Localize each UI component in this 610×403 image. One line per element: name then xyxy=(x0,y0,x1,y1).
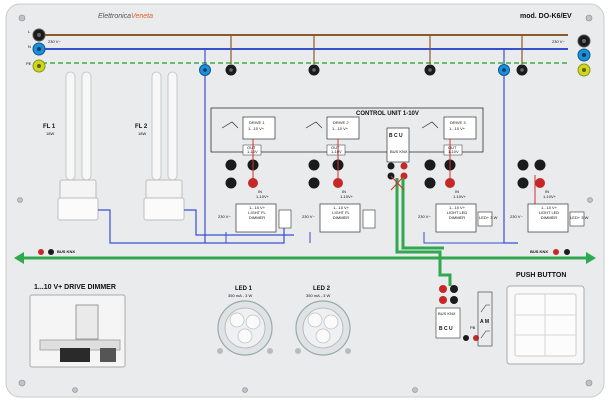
drive2-range: 1...10 V+ xyxy=(332,126,349,131)
rail-taps xyxy=(199,64,528,76)
push-button-panel[interactable] xyxy=(506,285,585,365)
bcu-label: B C U xyxy=(389,133,403,139)
pb-pb-label: PB xyxy=(470,325,476,330)
panel-screws xyxy=(17,14,593,393)
fl1-title: FL 1 xyxy=(43,124,56,130)
drive2-in-range: 1-10V+ xyxy=(340,194,354,199)
rail-voltage-left: 230 V~ xyxy=(48,39,61,44)
rail-PE-label: PE xyxy=(26,61,32,66)
dimmer-modules xyxy=(235,203,569,233)
rail-voltage-right: 230 V~ xyxy=(552,39,565,44)
pb-am-label: A M xyxy=(480,319,489,325)
rail-N-label: N xyxy=(28,44,31,49)
dimmer2-voltage: 230 V~ xyxy=(302,214,315,219)
drive2-label: DRIVE 2 xyxy=(333,120,349,125)
drive1-in: IN xyxy=(258,189,262,194)
drive3-in-range: 1-10V+ xyxy=(453,194,467,199)
control-unit-box xyxy=(210,107,484,153)
fl2-tube xyxy=(143,71,185,221)
drive3-in: IN xyxy=(455,189,459,194)
drive4-in-range: 1-10V+ xyxy=(543,194,557,199)
dimmer1-voltage: 230 V~ xyxy=(218,214,231,219)
bcu-bus-label: BUS KNX xyxy=(390,149,408,154)
model-label: mod. DO-K6/EV xyxy=(520,13,572,20)
control-unit-title: CONTROL UNIT 1-10V xyxy=(356,111,419,117)
drive3-range: 1...10 V+ xyxy=(449,126,466,131)
fl2-watt: 18W xyxy=(138,131,147,136)
fl1-watt: 18W xyxy=(46,131,55,136)
fl2-title: FL 2 xyxy=(135,124,148,130)
brand-logo: ElettronicaVeneta xyxy=(98,13,154,20)
drive3-label: DRIVE 3 xyxy=(450,120,466,125)
drive4-in: IN xyxy=(545,189,549,194)
fl1-tube xyxy=(57,71,99,221)
drive3-out-range: 1-10V xyxy=(448,149,459,154)
led-load-4: LED+ 3 W xyxy=(570,215,589,220)
bus-knx-line xyxy=(14,178,596,286)
drive1-out: OUT xyxy=(247,145,256,150)
dimmer4-voltage: 230 V~ xyxy=(510,214,523,219)
dimmer4: 1...10 V+ LIGHT LED DIMMER xyxy=(538,205,560,220)
drive2-out-range: 1-10V xyxy=(331,149,342,154)
drive1-in-range: 1-10V+ xyxy=(256,194,270,199)
bus-label-left: BUS KNX xyxy=(57,249,76,254)
rail-L-label: L xyxy=(28,29,31,34)
pb-bus-label: BUS KNX xyxy=(438,311,456,316)
dimmer3: 1...10 V+ LIGHT LED DIMMER xyxy=(446,205,468,220)
drive2-in: IN xyxy=(342,189,346,194)
module-terminals xyxy=(225,159,529,189)
drive-dimmer-device xyxy=(29,294,126,368)
led-load-3: LED+ 3 W xyxy=(479,215,498,220)
push-button-title: PUSH BUTTON xyxy=(516,272,567,279)
drive-dimmer-title: 1...10 V+ DRIVE DIMMER xyxy=(34,284,116,291)
push-button-switch-symbols xyxy=(477,291,493,347)
dimmer3-voltage: 230 V~ xyxy=(418,214,431,219)
drive1-range: 1...10 V+ xyxy=(248,126,265,131)
led2-disc xyxy=(295,300,351,356)
drive1-out-range: 1-10V xyxy=(247,149,258,154)
dimmer2: 1...10 V+ LIGHT FL DIMMER xyxy=(332,205,350,220)
led1-disc xyxy=(217,300,273,356)
led2-title: LED 2 xyxy=(313,286,331,292)
dimmer1: 1...10 V+ LIGHT FL DIMMER xyxy=(248,205,266,220)
bus-label-right: BUS KNX xyxy=(530,249,549,254)
pb-bcu-label: B C U xyxy=(439,326,453,332)
push-button-terminals xyxy=(435,285,479,341)
drive1-label: DRIVE 1 xyxy=(249,120,265,125)
led1-spec: 350 mA - 3 W xyxy=(228,293,253,298)
led2-spec: 350 mA - 3 W xyxy=(306,293,331,298)
led1-title: LED 1 xyxy=(235,286,253,292)
drive3-out: OUT xyxy=(448,145,457,150)
drive2-out: OUT xyxy=(331,145,340,150)
